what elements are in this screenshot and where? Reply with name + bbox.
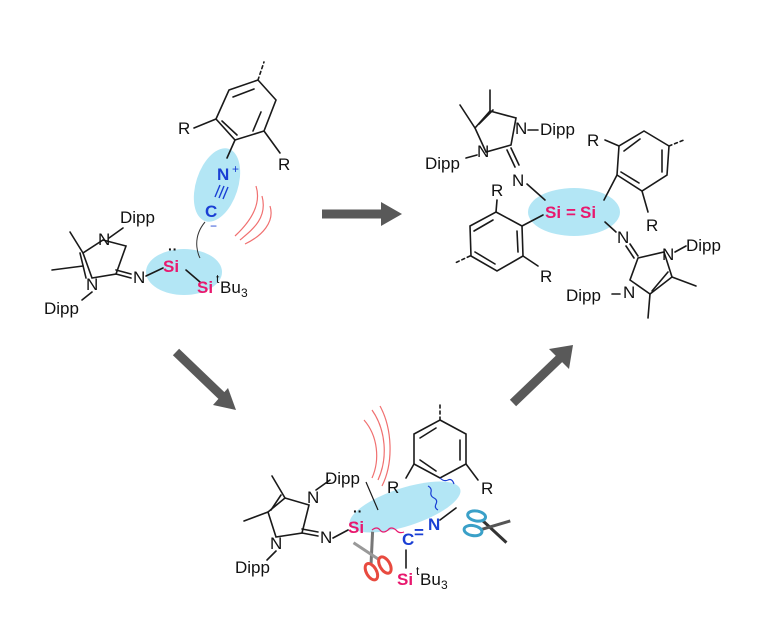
isocyanide-highlight <box>193 148 241 222</box>
curved-arrow-icon <box>239 195 264 241</box>
nitrogen-label: N <box>133 268 145 287</box>
curved-arrow-icon <box>379 405 391 487</box>
carbon-label: C <box>205 202 217 221</box>
dipp-label: Dipp <box>120 208 155 227</box>
nitrogen-label: N <box>320 528 332 547</box>
double-bond: = <box>566 203 576 222</box>
scissors-icon <box>462 509 511 544</box>
dipp-label: Dipp <box>566 286 601 305</box>
dipp-label: Dipp <box>425 154 460 173</box>
silicon-atom-label: Si <box>348 518 364 537</box>
r-substituent-label: R <box>278 155 290 174</box>
silicon-atom-label: Si <box>545 203 561 222</box>
nitrogen-label: N <box>98 230 110 249</box>
silicon-atom-label: Si <box>397 570 413 589</box>
reaction-arrow-icon <box>322 202 402 226</box>
tbu-label: Bu <box>420 570 441 589</box>
nitrogen-label: N <box>428 515 440 534</box>
scissors-icon <box>352 531 393 582</box>
lone-pair: ·· <box>353 503 362 519</box>
dipp-label: Dipp <box>44 299 79 318</box>
r-substituent-label: R <box>646 216 658 235</box>
curved-arrow-icon <box>371 409 385 481</box>
nitrogen-label: N <box>617 228 629 247</box>
nitrogen-label: N <box>217 165 229 184</box>
nitrogen-label: N <box>623 283 635 302</box>
intermediate-structure: R R ·· Si C = N Si t Bu 3 <box>235 401 511 592</box>
nitrogen-label: N <box>270 534 282 553</box>
disilene-product: Si = Si R R R R N Dipp N Dipp <box>425 89 721 319</box>
tbu-subscript: 3 <box>441 578 448 592</box>
dipp-label: Dipp <box>540 120 575 139</box>
reaction-arrow-icon <box>172 348 236 410</box>
dipp-label: Dipp <box>235 558 270 577</box>
dipp-label: Dipp <box>686 236 721 255</box>
lone-pair: ·· <box>168 241 177 257</box>
reactant-structure: R R N + C − ·· Si Si t Bu 3 N Dipp <box>44 61 290 318</box>
r-substituent-label: R <box>491 181 503 200</box>
silicon-atom-label: Si <box>580 203 596 222</box>
silicon-atom-label: Si <box>163 257 179 276</box>
curved-arrow-icon <box>363 419 378 479</box>
tbu-subscript: 3 <box>241 286 248 300</box>
nitrogen-label: N <box>86 275 98 294</box>
r-substituent-label: R <box>178 119 190 138</box>
nitrogen-label: N <box>307 488 319 507</box>
tbu-t-label: t <box>416 564 420 578</box>
r-substituent-label: R <box>387 478 399 497</box>
double-bond: = <box>414 523 424 542</box>
tbu-t-label: t <box>216 272 220 286</box>
nitrogen-label: N <box>512 171 524 190</box>
r-substituent-label: R <box>587 131 599 150</box>
curved-arrow-icon <box>244 205 272 245</box>
silicon-atom-label: Si <box>197 278 213 297</box>
minus-charge: − <box>210 219 217 233</box>
intermediate-highlight <box>349 481 461 533</box>
reaction-arrow-icon <box>509 345 573 407</box>
curved-arrow-icon <box>196 221 206 259</box>
nitrogen-label: N <box>515 119 527 138</box>
r-substituent-label: R <box>540 267 552 286</box>
disilene-highlight <box>528 188 620 236</box>
carbon-label: C <box>402 530 414 549</box>
nitrogen-label: N <box>477 142 489 161</box>
tbu-label: Bu <box>220 278 241 297</box>
disilene-highlight <box>146 249 222 295</box>
nitrogen-label: N <box>662 245 674 264</box>
r-substituent-label: R <box>481 479 493 498</box>
dipp-label: Dipp <box>325 469 360 488</box>
plus-charge: + <box>232 162 239 176</box>
curved-arrow-icon <box>234 185 259 237</box>
